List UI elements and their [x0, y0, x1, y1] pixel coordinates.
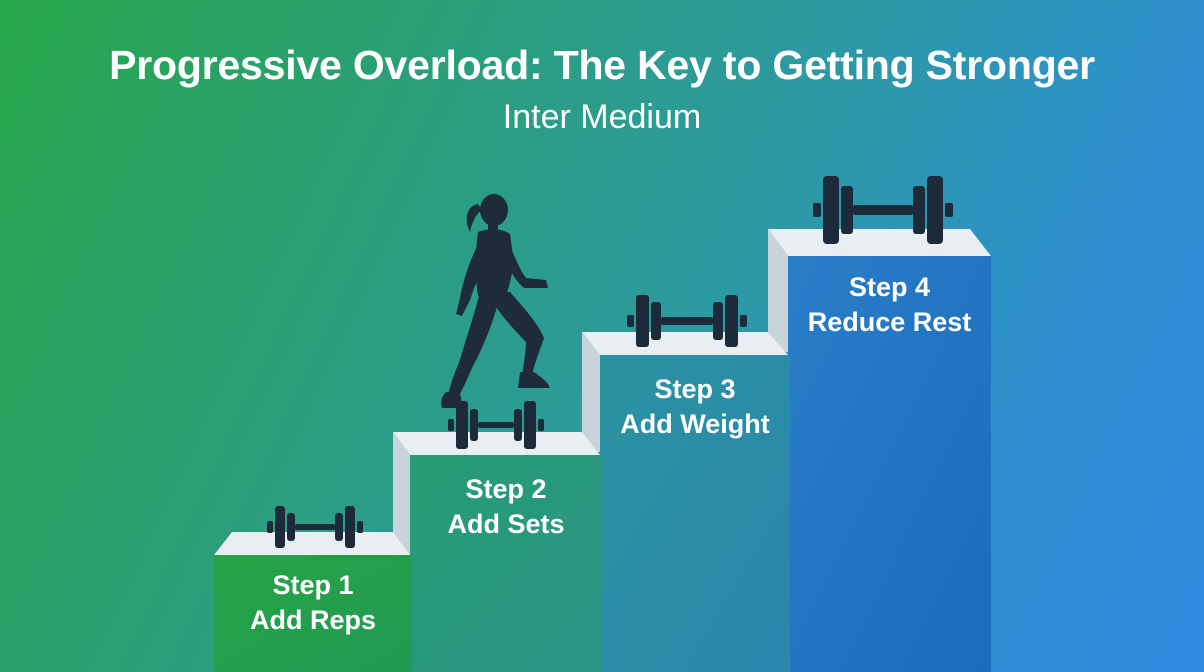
step-2-number: Step 2	[465, 474, 547, 504]
dumbbell-icon	[627, 295, 747, 347]
step-1-number: Step 1	[272, 570, 354, 600]
diagram-title: Progressive Overload: The Key to Getting…	[109, 42, 1095, 88]
person-walking-icon	[441, 194, 550, 408]
step-1-label: Step 1 Add Reps	[214, 568, 412, 638]
step-2-action: Add Sets	[447, 509, 565, 539]
step-3-block	[582, 332, 790, 672]
step-2-label: Step 2 Add Sets	[410, 472, 602, 542]
step-4-action: Reduce Rest	[807, 307, 972, 337]
dumbbell-icon	[267, 506, 363, 548]
diagram-subtitle: Inter Medium	[502, 98, 702, 136]
step-1-action: Add Reps	[249, 605, 376, 635]
step-3-label: Step 3 Add Weight	[600, 372, 790, 442]
step-4-label: Step 4 Reduce Rest	[788, 270, 991, 340]
step-1-block	[214, 532, 412, 672]
step-3-number: Step 3	[654, 374, 736, 404]
step-2-block	[393, 432, 602, 672]
step-4-block	[768, 229, 991, 672]
step-3-action: Add Weight	[620, 409, 770, 439]
step-4-number: Step 4	[848, 272, 931, 302]
dumbbell-icon	[813, 176, 953, 244]
dumbbell-icon	[448, 401, 544, 449]
